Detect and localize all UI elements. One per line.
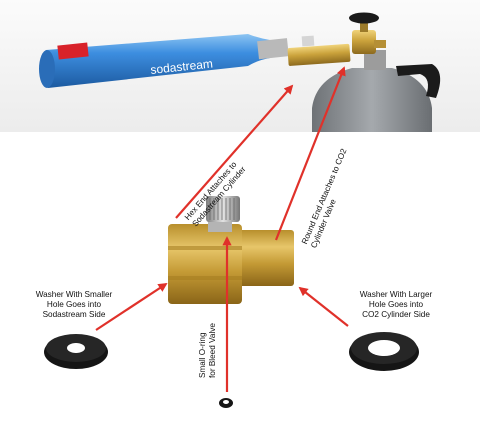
installed-adapter <box>287 35 351 66</box>
co2-tank <box>312 50 441 132</box>
arrow-small-washer <box>95 282 168 331</box>
label-small-washer-line-2: Hole Goes into <box>46 300 102 309</box>
tank-valve-knob <box>349 12 379 24</box>
cylinder-brand-text: sodastream <box>150 57 214 77</box>
label-large-washer-line-2: Hole Goes into <box>368 300 424 309</box>
label-large-washer-line-1: Washer With Larger <box>359 290 433 299</box>
sodastream-cylinder: sodastream <box>39 34 289 88</box>
adapter-hex-end <box>168 224 242 304</box>
small-washer <box>44 334 108 369</box>
small-o-ring <box>219 398 233 408</box>
arrow-large-washer <box>298 286 349 327</box>
label-o-ring-line-2: for Bleed Valve <box>208 323 217 378</box>
arrow-round-end <box>274 66 346 241</box>
label-small-washer-line-1: Washer With Smaller <box>35 290 113 299</box>
label-o-ring: Small O-ring for Bleed Valve <box>198 323 218 378</box>
label-large-washer: Washer With Larger Hole Goes into CO2 Cy… <box>340 290 452 320</box>
arrow-hex-end <box>175 84 294 219</box>
large-washer <box>349 332 419 371</box>
label-small-washer: Washer With Smaller Hole Goes into Sodas… <box>22 290 126 320</box>
label-large-washer-line-3: CO2 Cylinder Side <box>362 310 430 319</box>
label-o-ring-line-1: Small O-ring <box>198 332 207 379</box>
label-small-washer-line-3: Sodastream Side <box>42 310 106 319</box>
bleed-valve-knob <box>206 196 240 222</box>
adapter-round-end <box>236 230 294 286</box>
tank-valve <box>349 12 386 54</box>
cylinder-red-label <box>57 42 89 60</box>
